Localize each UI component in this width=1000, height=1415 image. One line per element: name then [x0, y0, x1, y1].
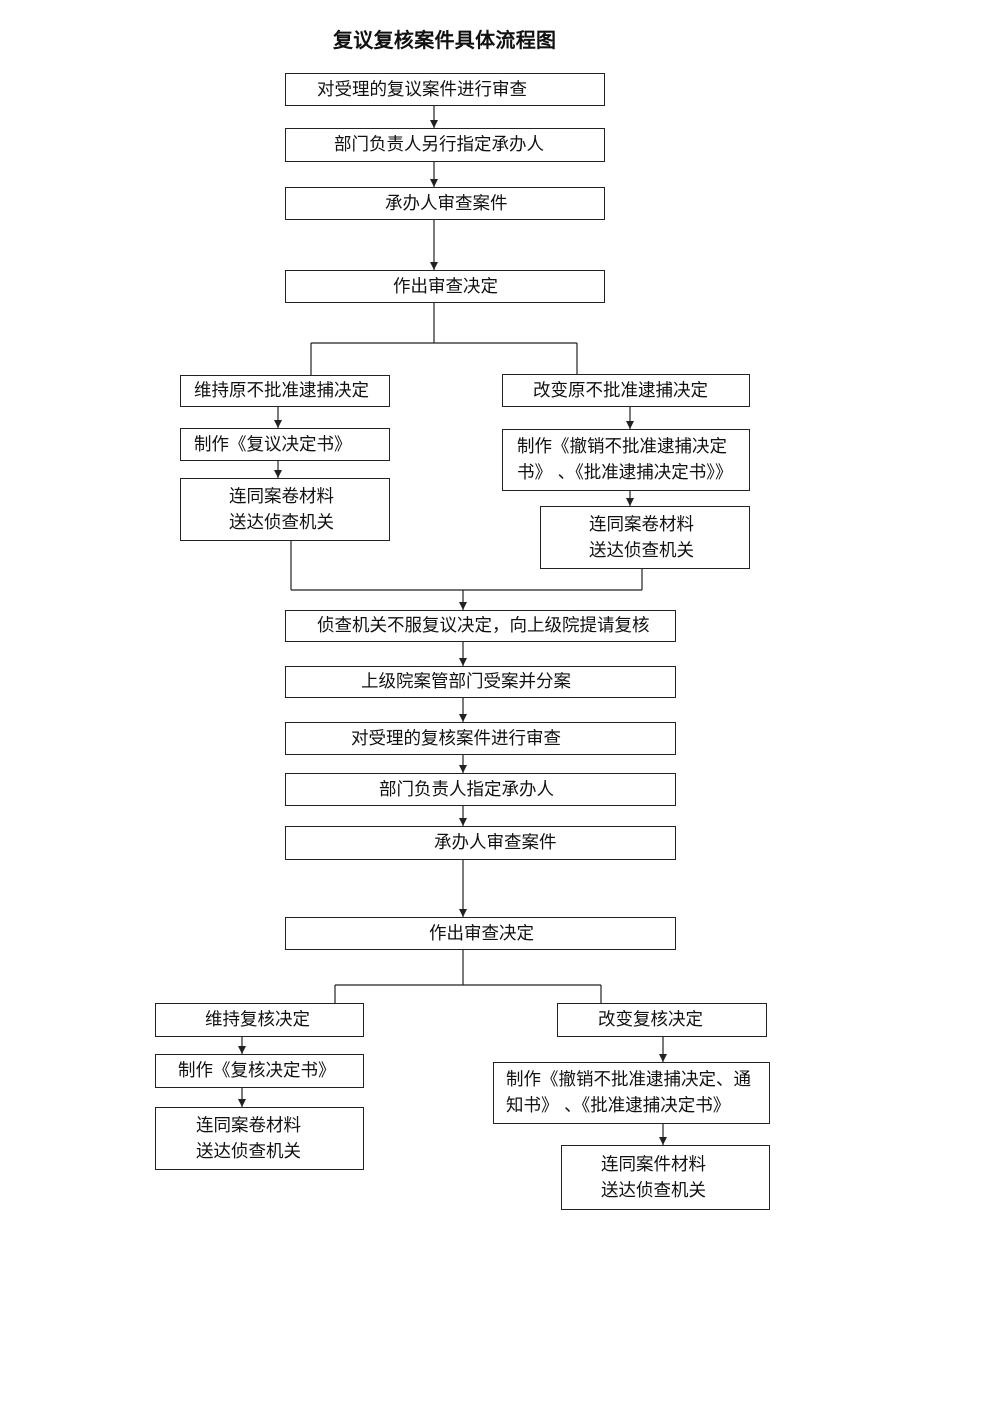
step-label: 侦查机关不服复议决定，向上级院提请复核 [317, 616, 650, 636]
step-label: 对受理的复议案件进行审查 [317, 79, 527, 100]
branch-split-line-2 [334, 950, 602, 1003]
step-label: 部门负责人指定承办人 [379, 779, 554, 800]
delivery-line-2: 送达侦查机关 [229, 512, 334, 533]
step-label: 对受理的复核案件进行审查 [351, 728, 561, 749]
document-recheck-decision: 制作《复核决定书》 [155, 1054, 364, 1088]
step-label: 承办人审查案件 [385, 193, 508, 214]
document-label: 制作《复核决定书》 [178, 1061, 336, 1081]
step-review-recheck-case: 对受理的复核案件进行审查 [285, 722, 676, 755]
step-assign-handler-2: 部门负责人指定承办人 [285, 773, 676, 806]
decision-label: 改变复核决定 [598, 1010, 703, 1030]
document-line-1: 制作《撤销不批准逮捕决定 [517, 437, 727, 457]
delivery-line-1: 连同案卷材料 [589, 514, 694, 535]
delivery-line-1: 连同案卷材料 [229, 486, 334, 507]
decision-label: 维持复核决定 [205, 1010, 310, 1030]
delivery-line-2: 送达侦查机关 [589, 540, 694, 561]
page-title: 复议复核案件具体流程图 [333, 28, 557, 52]
step-label: 承办人审查案件 [434, 833, 557, 853]
delivery-line-1: 连同案件材料 [601, 1154, 706, 1175]
delivery-line-1: 连同案卷材料 [196, 1115, 301, 1136]
delivery-line-2: 送达侦查机关 [196, 1141, 301, 1162]
step-label: 部门负责人另行指定承办人 [334, 135, 544, 155]
step-make-decision-2: 作出审查决定 [285, 917, 676, 950]
delivery-to-investigation-authority-right: 连同案卷材料 送达侦查机关 [540, 506, 750, 569]
delivery-to-investigation-authority-right-2: 连同案件材料 送达侦查机关 [561, 1145, 770, 1210]
decision-label: 维持原不批准逮捕决定 [194, 381, 369, 401]
step-label: 作出审查决定 [429, 923, 534, 944]
decision-label: 改变原不批准逮捕决定 [533, 380, 708, 401]
step-handler-examines-case-2: 承办人审查案件 [285, 826, 676, 860]
step-make-decision: 作出审查决定 [285, 270, 605, 303]
step-superior-intake: 上级院案管部门受案并分案 [285, 666, 676, 698]
delivery-to-investigation-authority-2: 连同案卷材料 送达侦查机关 [155, 1107, 364, 1170]
document-line-2: 知书》 、《批准逮捕决定书》 [506, 1096, 731, 1116]
decision-maintain-recheck: 维持复核决定 [155, 1003, 364, 1037]
step-handler-examines-case: 承办人审查案件 [285, 187, 605, 220]
step-assign-handler: 部门负责人另行指定承办人 [285, 128, 605, 162]
step-label: 上级院案管部门受案并分案 [361, 672, 571, 692]
step-request-recheck: 侦查机关不服复议决定，向上级院提请复核 [285, 610, 676, 642]
branch-split-line [310, 303, 578, 375]
step-review-reconsideration-case: 对受理的复议案件进行审查 [285, 73, 605, 106]
decision-change-recheck: 改变复核决定 [557, 1003, 767, 1037]
delivery-line-2: 送达侦查机关 [601, 1180, 706, 1201]
document-label: 制作《复议决定书》 [194, 434, 352, 455]
step-label: 作出审查决定 [393, 276, 498, 297]
document-line-1: 制作《撤销不批准逮捕决定、通 [506, 1070, 751, 1090]
document-line-2: 书》 、《批准逮捕决定书》》 [517, 463, 733, 483]
document-revoke-notice-and-approve-arrest: 制作《撤销不批准逮捕决定、通 知书》 、《批准逮捕决定书》 [493, 1062, 770, 1124]
decision-maintain-original: 维持原不批准逮捕决定 [180, 375, 390, 407]
delivery-to-investigation-authority: 连同案卷材料 送达侦查机关 [180, 478, 390, 541]
document-reconsideration-decision: 制作《复议决定书》 [180, 428, 390, 461]
decision-change-original: 改变原不批准逮捕决定 [502, 374, 750, 407]
document-revoke-and-approve-arrest: 制作《撤销不批准逮捕决定 书》 、《批准逮捕决定书》》 [502, 429, 750, 491]
